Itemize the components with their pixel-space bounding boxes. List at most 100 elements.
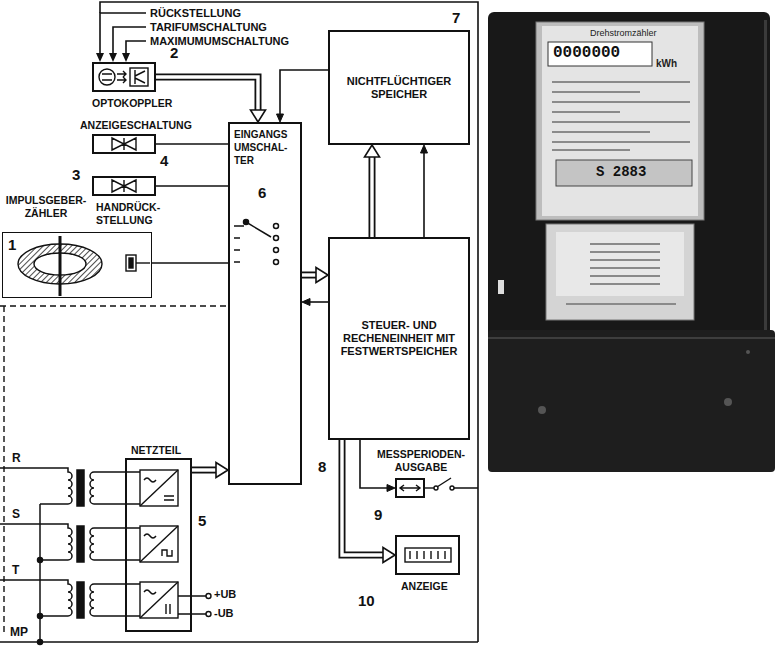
data-bus-arrow [365, 145, 380, 237]
frame-wire [0, 2, 478, 642]
period-output-box: MESSPERIODEN- AUSGABE [395, 478, 425, 498]
signal-name: RÜCKSTELLUNG [150, 7, 241, 20]
transformer [90, 472, 140, 504]
transformer [0, 580, 72, 616]
callout-number: 2 [170, 44, 178, 62]
signal-arrow [421, 145, 428, 237]
power-supply-box: NETZTEIL [125, 458, 192, 632]
converter-symbol [140, 470, 178, 506]
input-switch-box: EINGANGS UMSCHAL- TER [228, 122, 302, 485]
callout-number: 5 [198, 512, 206, 530]
data-bus-arrow [156, 77, 266, 122]
meter-photo [538, 406, 546, 414]
connector-line [302, 272, 316, 279]
meter-print: S 2883 [596, 164, 646, 181]
signal-arrow [152, 263, 228, 264]
switch-symbol [112, 138, 136, 192]
arrow-head [365, 145, 380, 157]
transformer [0, 524, 72, 560]
connector-line [156, 143, 228, 145]
control-unit-box: STEUER- UND RECHENEINHEIT MIT FESTWERTSP… [328, 237, 470, 440]
pulse-disc [136, 262, 150, 263]
connector-line [152, 262, 228, 264]
transformer [77, 582, 84, 618]
meter-photo [724, 398, 732, 406]
callout-number: 3 [72, 166, 80, 184]
meter-photo [536, 22, 704, 220]
signal-arrow [156, 144, 228, 145]
display-symbol [405, 548, 451, 562]
display-symbol [410, 551, 445, 559]
connector-line [423, 151, 425, 237]
control-input-wire [100, 13, 146, 54]
transformer [0, 468, 72, 504]
connector-line [192, 468, 216, 471]
meter-photo [546, 224, 694, 320]
meter-photo [488, 337, 775, 339]
meter-photo [566, 244, 676, 304]
optocoupler-symbol [102, 74, 112, 80]
terminal-name: T [12, 563, 19, 577]
transformer [77, 526, 84, 562]
callout-number: 7 [452, 9, 460, 27]
boundary-dashed [0, 306, 226, 636]
converter-symbol [140, 470, 211, 618]
optocoupler-symbol [99, 69, 115, 85]
data-bus-arrow [192, 463, 228, 478]
output-symbol [450, 486, 454, 490]
control-input-wire [100, 13, 146, 54]
meter-photo [746, 350, 750, 354]
box-label: ANZEIGE [401, 580, 481, 593]
memory-box: NICHTFLÜCHTIGER SPEICHER [328, 30, 470, 145]
meter-photo [552, 82, 690, 150]
pulse-disc [126, 255, 136, 271]
transformer [38, 558, 43, 563]
callout-number: 8 [318, 458, 326, 476]
connector-line [192, 467, 216, 474]
meter-print: Drehstromzähler [590, 28, 657, 39]
pulse-disc [129, 258, 133, 268]
converter-symbol [144, 478, 156, 482]
converter-symbol [140, 526, 178, 562]
meter-photo [488, 12, 775, 472]
converter-symbol [206, 612, 211, 617]
optocoupler-symbol [99, 68, 148, 86]
arrow-head [302, 299, 310, 306]
signal-arrow [156, 186, 228, 187]
box-label: ANZEIGESCHALTUNG [80, 119, 220, 132]
selector-switch [274, 224, 279, 229]
transformer [90, 528, 140, 560]
arrow-head [316, 268, 328, 283]
meter-photo [488, 12, 770, 342]
terminal-name: -UB [214, 607, 234, 620]
callout-number: 6 [258, 184, 266, 202]
connector-line [156, 185, 228, 187]
transformer [39, 504, 41, 642]
connector-line [360, 440, 389, 488]
converter-symbol [140, 582, 178, 618]
meter-photo [556, 232, 684, 296]
converter-symbol [162, 550, 172, 556]
meter-photo [764, 20, 767, 336]
arrow-head [96, 53, 130, 62]
optocoupler-symbol [117, 71, 126, 83]
terminal-name: MP [10, 625, 28, 639]
box-label: HANDRÜCK- STELLUNG [96, 201, 176, 227]
switch-symbol [112, 180, 136, 192]
box-label: IMPULSGEBER- ZÄHLER [3, 194, 89, 220]
callout-number: 1 [8, 236, 16, 254]
pulse-counter-box: IMPULSGEBER- ZÄHLER [2, 232, 152, 298]
connector-line [369, 157, 376, 237]
signal-arrow [360, 440, 395, 492]
arrow-head [96, 53, 130, 62]
box-label: NICHTFLÜCHTIGER SPEICHER [336, 75, 462, 101]
display-switch-box: ANZEIGESCHALTUNG [92, 134, 156, 154]
terminal-name: S [12, 507, 20, 521]
boundary-dashed [0, 306, 226, 636]
transformer [0, 468, 140, 645]
box-label: EINGANGS UMSCHAL- TER [234, 128, 296, 167]
selector-switch [274, 260, 279, 265]
arrow-head [251, 110, 266, 122]
converter-symbol [206, 594, 211, 599]
optocoupler-symbol [130, 68, 148, 86]
